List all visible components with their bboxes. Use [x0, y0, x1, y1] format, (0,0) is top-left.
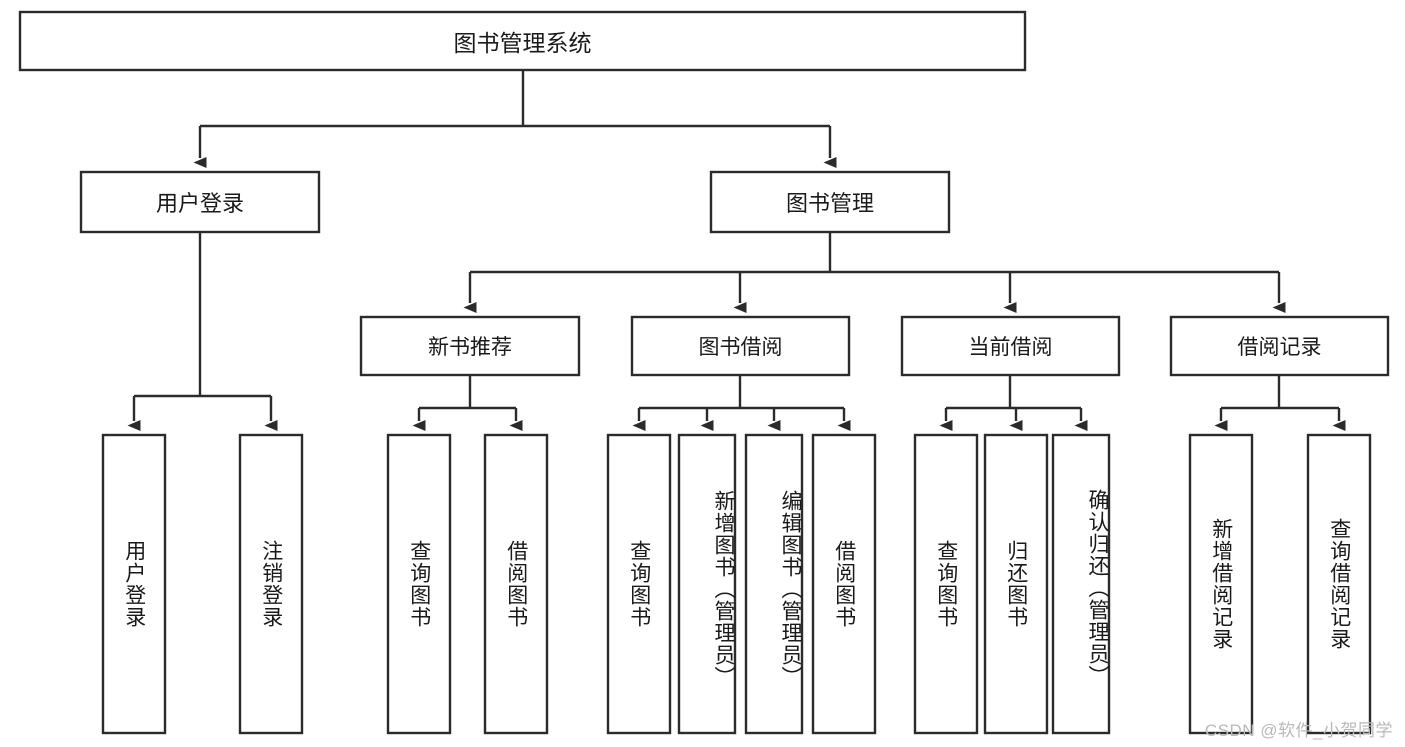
node-box-query-book-1[interactable] [386, 433, 452, 735]
node-box-add-borrow-record[interactable] [1188, 433, 1254, 735]
connector-group-current-borrow [939, 375, 1088, 431]
csdn-watermark: CSDN @软件_小贺同学 [1204, 721, 1393, 740]
node-box-borrow-book-1[interactable] [483, 433, 549, 735]
node-box-query-borrow-record[interactable] [1306, 433, 1372, 735]
node-box-edit-book-admin[interactable] [744, 433, 804, 735]
node-box-current-borrow[interactable] [900, 315, 1121, 377]
node-box-add-book-admin[interactable] [677, 433, 737, 735]
connector-group-borrow-record [1214, 375, 1346, 431]
node-box-book-manage[interactable] [709, 170, 951, 234]
node-box-query-book-3[interactable] [913, 433, 979, 735]
node-box-return-book[interactable] [983, 433, 1049, 735]
connector-group-book-manage [463, 232, 1286, 313]
node-box-query-book-2[interactable] [606, 433, 672, 735]
connector-group-new-book-rec [412, 375, 523, 431]
node-box-borrow-record[interactable] [1169, 315, 1390, 377]
node-box-user-login[interactable] [79, 170, 321, 234]
node-box-user-logout[interactable] [238, 433, 304, 735]
node-box-borrow-book-2[interactable] [811, 433, 877, 735]
connector-group-user-login [127, 232, 278, 431]
connector-group-book-borrow [632, 375, 851, 431]
node-box-confirm-return-admin[interactable] [1051, 433, 1111, 735]
node-box-new-book-rec[interactable] [359, 315, 581, 377]
node-box-book-borrow[interactable] [630, 315, 851, 377]
connector-group-root [193, 70, 837, 168]
node-box-root[interactable] [18, 10, 1027, 72]
node-box-user-login-do[interactable] [101, 433, 167, 735]
